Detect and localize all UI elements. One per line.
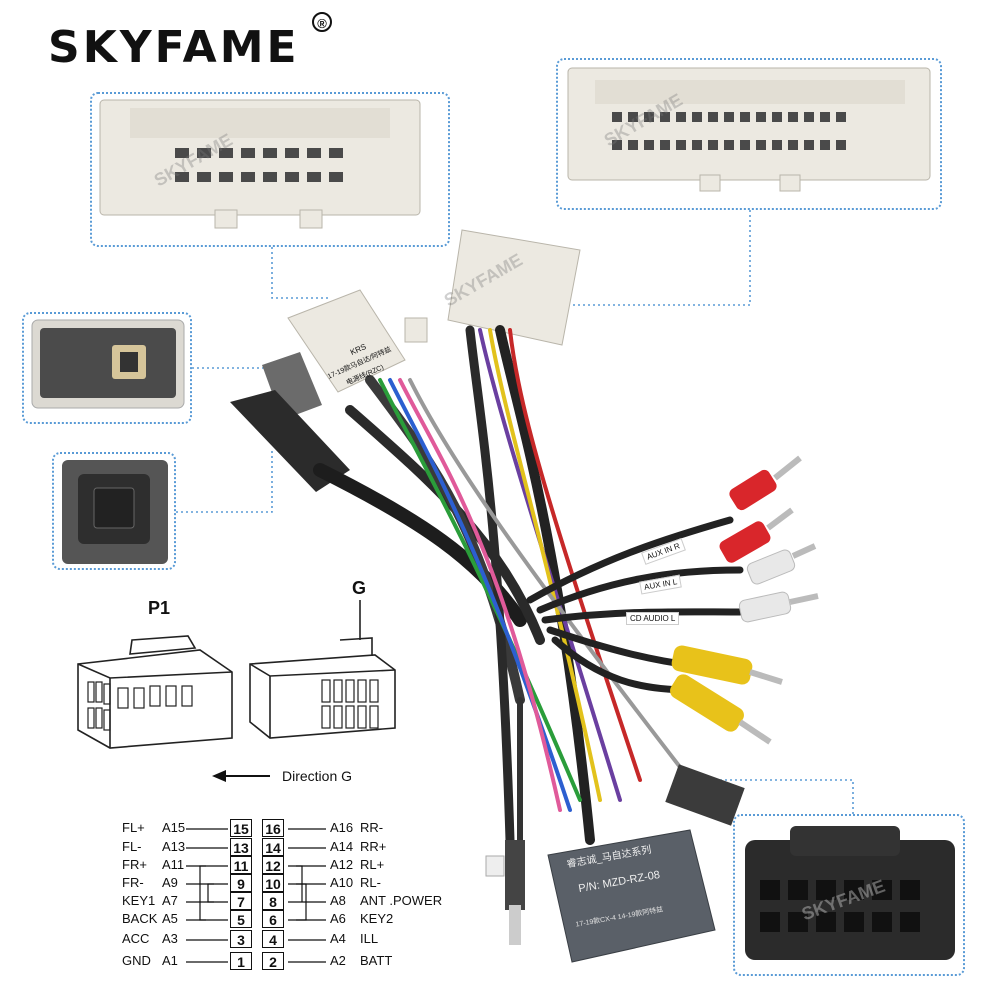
pin-number-box: 10 [262, 874, 284, 892]
pin-number-box: 8 [262, 892, 284, 910]
pin-id-label: A11 [162, 857, 185, 872]
pin-signal-label: FR- [122, 875, 144, 890]
pin-number-box: 4 [262, 930, 284, 948]
pin-signal-label: KEY1 [122, 893, 156, 908]
pin-number-box: 15 [230, 819, 252, 837]
rca-plug-yellow-2 [670, 674, 772, 745]
rca-plug-red-2 [719, 507, 794, 563]
pin-number-box: 9 [230, 874, 252, 892]
pin-signal-label: ILL [360, 931, 379, 946]
pin-id-label: A7 [162, 893, 178, 908]
harness-connector-white-medium [287, 289, 406, 393]
pin-id-label: A15 [162, 820, 186, 835]
pin-number-box: 13 [230, 838, 252, 856]
pin-number-box: 1 [230, 952, 252, 970]
pin-id-label: A3 [162, 931, 178, 946]
pinout-leader-lines [186, 828, 326, 963]
pin-id-label: A8 [330, 893, 346, 908]
pin-id-label: A6 [330, 911, 346, 926]
small-white-plug [485, 855, 505, 877]
pin-signal-label: BACK [122, 911, 158, 926]
pin-signal-label: FL- [122, 839, 142, 854]
antenna-plug [505, 840, 525, 945]
connector-left-top-image [99, 99, 421, 229]
connector-16pin-image [745, 826, 955, 960]
pin-number-box: 11 [230, 856, 252, 874]
pin-signal-label: ACC [122, 931, 150, 946]
pin-signal-label: RL+ [360, 857, 385, 872]
connector-g-label: G [352, 578, 367, 598]
pin-id-label: A12 [330, 857, 354, 872]
connector-right-top-image [567, 67, 931, 192]
registered-mark: ® [312, 12, 332, 32]
pin-id-label: A13 [162, 839, 186, 854]
pin-signal-label: FL+ [122, 820, 145, 835]
pin-number-box: 6 [262, 910, 284, 928]
harness-connector-16pin-plug [665, 764, 745, 826]
connector-black-image [62, 460, 168, 564]
connector-drawing-p1 [77, 635, 233, 749]
connector-small-grey-image [31, 319, 185, 409]
pin-number-box: 7 [230, 892, 252, 910]
pin-id-label: A1 [162, 953, 178, 968]
rca-plug-white-1 [746, 543, 817, 585]
pin-id-label: A2 [330, 953, 346, 968]
pin-signal-label: BATT [360, 953, 393, 968]
connector-drawing-g [249, 600, 396, 739]
brand-logo: SKYFAME [48, 22, 300, 73]
pin-id-label: A14 [330, 839, 354, 854]
pin-signal-label: RR- [360, 820, 384, 835]
pin-number-box: 3 [230, 930, 252, 948]
rca-plug-white-2 [738, 591, 819, 623]
pin-signal-label: ANT .POWER [360, 893, 443, 908]
pin-id-label: A9 [162, 875, 178, 890]
direction-arrow-icon [212, 770, 270, 782]
pin-signal-label: RR+ [360, 839, 387, 854]
pin-id-label: A4 [330, 931, 346, 946]
harness-connector-white-large [447, 229, 581, 346]
pin-signal-label: GND [122, 953, 151, 968]
rca-plug-red-1 [729, 455, 802, 511]
pin-number-box: 14 [262, 838, 284, 856]
pin-id-label: A10 [330, 875, 354, 890]
pin-number-box: 12 [262, 856, 284, 874]
harness-connector-tiny [404, 317, 428, 343]
rca-plug-yellow-1 [671, 645, 783, 685]
tag-cd-audio: CD AUDIO L [626, 612, 680, 625]
pin-number-box: 2 [262, 952, 284, 970]
pin-number-box: 16 [262, 819, 284, 837]
decoder-module [547, 829, 716, 963]
direction-label: Direction G [282, 768, 353, 784]
pin-number-box: 5 [230, 910, 252, 928]
connector-p1-label: P1 [148, 598, 171, 618]
pin-id-label: A16 [330, 820, 354, 835]
pin-id-label: A5 [162, 911, 178, 926]
pin-signal-label: RL- [360, 875, 381, 890]
pin-signal-label: KEY2 [360, 911, 394, 926]
pin-signal-label: FR+ [122, 857, 147, 872]
